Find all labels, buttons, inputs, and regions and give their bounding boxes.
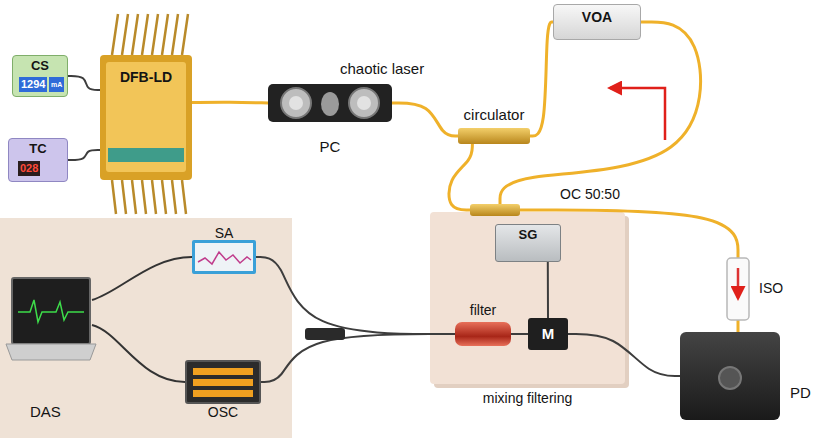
pc-paddle xyxy=(349,88,379,118)
node-label: DAS xyxy=(30,403,61,420)
osc-bar xyxy=(193,368,253,375)
laptop-cable xyxy=(92,257,192,300)
optical-fiber xyxy=(737,320,740,332)
laser-chip: DFB-LD xyxy=(100,55,192,180)
signal-generator: SG xyxy=(495,224,561,262)
pc-paddle xyxy=(289,96,303,110)
photodetector: PD xyxy=(680,332,780,420)
das-panel-ground xyxy=(0,218,292,438)
electrical-cable xyxy=(511,333,528,335)
spectrum-analyzer: SA xyxy=(192,240,256,274)
optical-fiber xyxy=(392,103,458,136)
attenuator: VOA xyxy=(553,4,641,40)
das-panel: DAS SA OSC xyxy=(0,218,292,438)
display-unit: mA xyxy=(49,77,64,92)
isolator: ISO xyxy=(727,258,749,320)
node-label: TC xyxy=(29,142,46,157)
node-label: mixing filtering xyxy=(483,390,572,406)
splitter xyxy=(305,328,345,340)
isolator-arrow xyxy=(737,268,740,298)
sa-trace xyxy=(198,252,251,264)
direction-arrow xyxy=(610,88,665,140)
node-label: PD xyxy=(790,384,811,401)
pc-paddle xyxy=(281,88,311,118)
electrical-cable xyxy=(68,76,100,90)
node-label: VOA xyxy=(582,9,612,25)
node-label: ISO xyxy=(759,280,783,296)
laptop-cable xyxy=(92,325,185,382)
optical-fiber xyxy=(449,144,472,210)
electrical-cable xyxy=(68,150,100,160)
chip-top xyxy=(106,62,186,172)
pc-body xyxy=(268,84,392,122)
pc-paddle xyxy=(357,96,371,110)
laptop-screen xyxy=(12,278,90,344)
electrical-cable xyxy=(261,334,455,382)
mixing-panel-ground xyxy=(430,212,625,384)
optical-fiber xyxy=(530,22,553,136)
chip-strip xyxy=(108,148,184,162)
display-reading: 028 xyxy=(18,161,40,176)
node-label: PC xyxy=(320,138,341,155)
node-label: SA xyxy=(215,225,234,241)
circulator: circulator xyxy=(458,128,530,144)
pd-body xyxy=(680,332,780,420)
mixer: M xyxy=(528,318,568,350)
electrical-cable xyxy=(256,257,455,334)
laptop-trace xyxy=(18,300,84,322)
sa-screen xyxy=(195,243,253,271)
optical-fiber xyxy=(192,101,268,105)
osc-body xyxy=(187,362,259,402)
optical-fiber xyxy=(500,22,701,204)
electrical-cable xyxy=(568,334,680,376)
node-label: DFB-LD xyxy=(120,69,172,85)
polarization-controller: PC xyxy=(268,84,392,122)
node-label: M xyxy=(542,325,555,342)
display-reading: 1294 xyxy=(19,77,47,92)
pc-paddle xyxy=(321,92,339,116)
caption-label: chaotic laser xyxy=(340,60,424,77)
laptop-base xyxy=(6,344,96,360)
node-label: circulator xyxy=(464,106,525,123)
osc-bar xyxy=(193,390,253,397)
node-label: CS xyxy=(31,59,49,74)
isolator-body xyxy=(727,258,749,320)
mixing-panel: mixing filteringSGMfilter xyxy=(430,212,625,384)
node-label: OSC xyxy=(208,404,238,420)
osc-bar xyxy=(193,379,253,386)
chip-body xyxy=(100,55,192,180)
coupler: OC 50:50 xyxy=(470,204,520,216)
pd-lens xyxy=(719,367,741,389)
electrical-cable xyxy=(547,262,549,318)
node-label: SG xyxy=(519,228,538,243)
chip-pins xyxy=(112,14,188,55)
chip-pins xyxy=(112,180,186,214)
node-label: filter xyxy=(470,302,496,318)
filter: filter xyxy=(455,322,511,346)
oscilloscope: OSC xyxy=(185,360,261,404)
node-label: OC 50:50 xyxy=(560,186,620,202)
